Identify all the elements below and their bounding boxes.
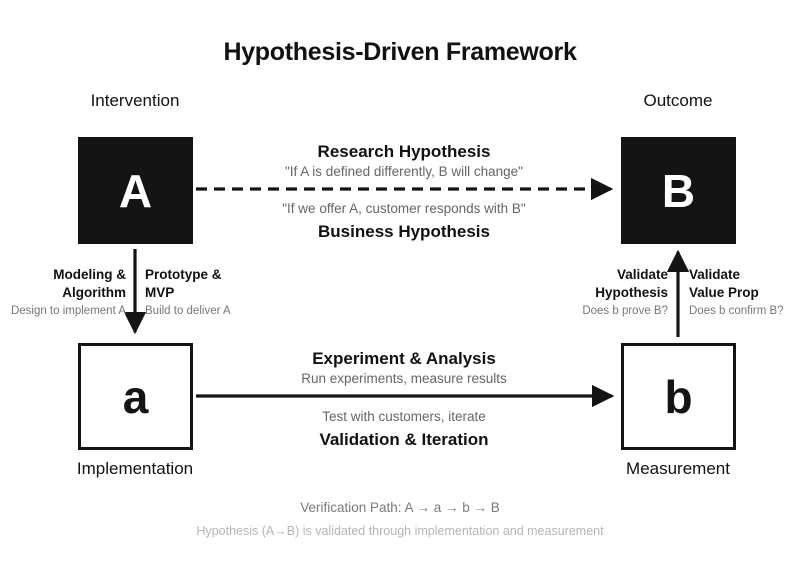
edge-sub-experiment-analysis: Run experiments, measure results — [301, 370, 507, 386]
edge-sub-validation-iteration: Test with customers, iterate — [322, 409, 486, 424]
edge-label-validation-iteration: Test with customers, iterate Validation … — [209, 408, 599, 451]
side-sub-prototype-mvp: Build to deliver A — [145, 305, 231, 318]
node-measurement[interactable]: b — [621, 343, 736, 450]
node-letter-a-upper: A — [118, 164, 153, 217]
edge-title-business-hypothesis: Business Hypothesis — [318, 222, 490, 242]
side-title-validate-value-prop-line1: Validate — [689, 267, 741, 282]
edge-title-validation-iteration: Validation & Iteration — [319, 430, 489, 450]
side-title-validate-hypothesis-line1: Validate — [616, 267, 668, 282]
footer-verification-path: Verification Path: A → a → b → B — [300, 500, 500, 515]
page-title: Hypothesis-Driven Framework — [223, 38, 577, 66]
node-intervention[interactable]: A — [78, 137, 193, 244]
node-caption-outcome: Outcome — [643, 91, 713, 110]
side-title-validate-value-prop-line2: Value Prop — [689, 284, 759, 300]
node-letter-a-lower: a — [122, 370, 149, 423]
node-outcome[interactable]: B — [621, 137, 736, 244]
edge-title-experiment-analysis: Experiment & Analysis — [312, 349, 496, 368]
footer-note: Hypothesis (A→B) is validated through im… — [196, 524, 604, 538]
side-label-validate-hypothesis: Validate Hypothesis Does b prove B? — [508, 266, 668, 319]
node-caption-intervention: Intervention — [90, 91, 180, 110]
side-title-prototype-mvp-line2: MVP — [145, 284, 175, 300]
node-letter-b-lower: b — [664, 370, 693, 423]
edge-title-research-hypothesis: Research Hypothesis — [317, 142, 491, 161]
edge-label-experiment-analysis: Experiment & Analysis Run experiments, m… — [209, 348, 599, 388]
side-label-validate-value-prop: Validate Value Prop Does b confirm B? — [689, 266, 800, 319]
side-title-modeling-algorithm-line1: Modeling & — [53, 267, 126, 282]
side-title-validate-hypothesis-line2: Hypothesis — [595, 284, 668, 300]
side-label-prototype-mvp: Prototype & MVP Build to deliver A — [145, 266, 305, 319]
side-label-modeling-algorithm: Modeling & Algorithm Design to implement… — [0, 266, 126, 319]
edge-sub-business-hypothesis: "If we offer A, customer responds with B… — [282, 201, 526, 216]
node-caption-measurement: Measurement — [626, 459, 730, 478]
side-sub-modeling-algorithm: Design to implement A — [10, 305, 126, 318]
side-sub-validate-hypothesis: Does b prove B? — [582, 305, 668, 318]
side-title-prototype-mvp-line1: Prototype & — [145, 267, 222, 282]
node-letter-b-upper: B — [661, 164, 696, 217]
edge-label-research-hypothesis: Research Hypothesis "If A is defined dif… — [209, 141, 599, 181]
node-caption-implementation: Implementation — [76, 459, 194, 478]
side-title-modeling-algorithm-line2: Algorithm — [62, 284, 126, 300]
node-implementation[interactable]: a — [78, 343, 193, 450]
edge-sub-research-hypothesis: "If A is defined differently, B will cha… — [285, 163, 523, 179]
side-sub-validate-value-prop: Does b confirm B? — [689, 305, 784, 318]
edge-label-business-hypothesis: "If we offer A, customer responds with B… — [209, 200, 599, 243]
